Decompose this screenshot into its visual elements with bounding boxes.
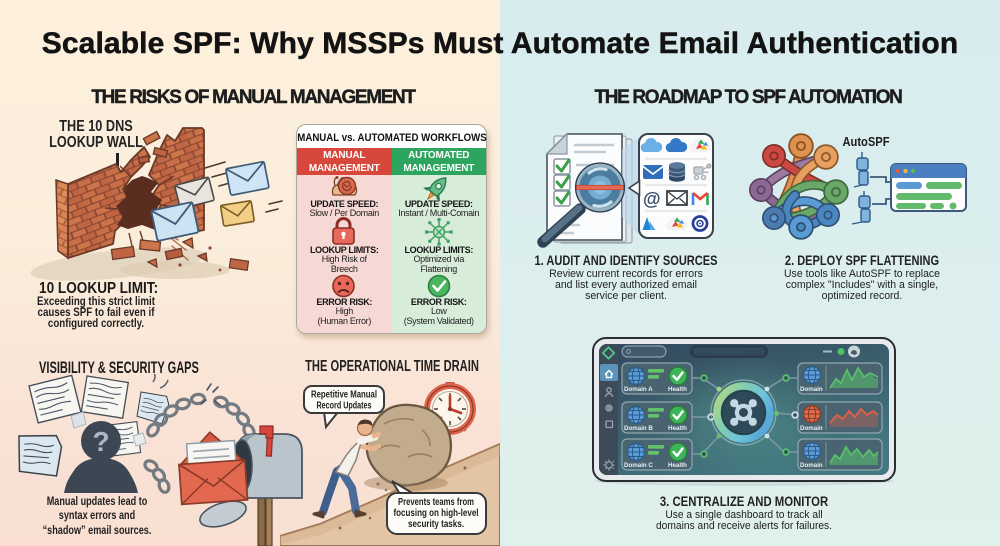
svg-text:AutoSPF: AutoSPF bbox=[843, 134, 890, 149]
svg-text:Health: Health bbox=[668, 425, 687, 432]
svg-text:Prevents teams from: Prevents teams from bbox=[398, 496, 474, 508]
svg-text:Domain: Domain bbox=[800, 462, 823, 469]
svg-text:Health: Health bbox=[668, 386, 687, 393]
svg-text:Domain C: Domain C bbox=[624, 462, 653, 469]
svg-text:Health: Health bbox=[668, 462, 687, 469]
svg-text:Repetitive Manual: Repetitive Manual bbox=[311, 389, 377, 401]
svg-text:focusing on high-level: focusing on high-level bbox=[394, 507, 479, 519]
svg-text:Domain: Domain bbox=[800, 386, 823, 393]
svg-text:@: @ bbox=[643, 189, 661, 209]
svg-text:Domain: Domain bbox=[800, 425, 823, 432]
svg-text:Record Updates: Record Updates bbox=[317, 400, 372, 412]
svg-text:Domain B: Domain B bbox=[624, 425, 653, 432]
svg-text:Domain A: Domain A bbox=[624, 386, 653, 393]
svg-text:security tasks.: security tasks. bbox=[408, 518, 464, 530]
svg-text:?: ? bbox=[92, 426, 109, 457]
